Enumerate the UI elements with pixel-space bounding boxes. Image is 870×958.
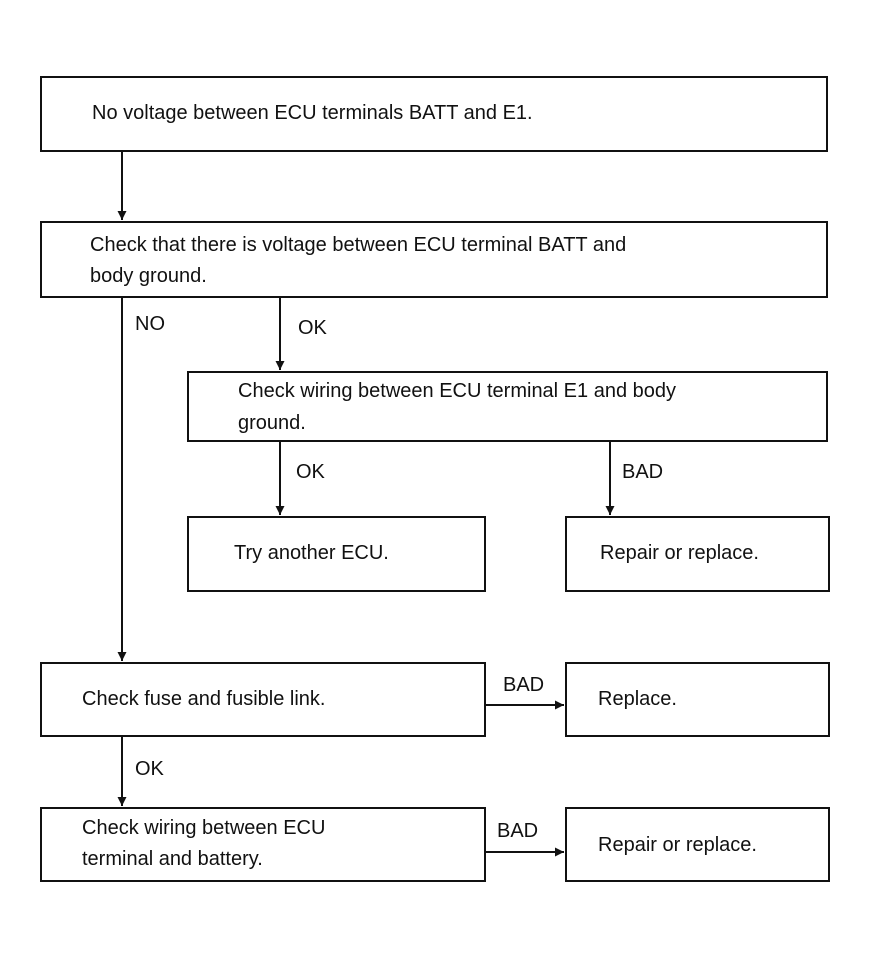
box-check-e1-wiring-line2: ground. [238,412,306,434]
box-check-battery-wiring-line2: terminal and battery. [82,848,263,870]
box-check-battery-wiring: Check wiring between ECU terminal and ba… [40,807,486,882]
box-repair-or-replace-2: Repair or replace. [565,807,830,882]
box-try-another-ecu: Try another ECU. [187,516,486,592]
box-check-batt-voltage-line2: body ground. [90,265,207,287]
label-bad-b3: BAD [622,461,664,483]
box-no-voltage: No voltage between ECU terminals BATT an… [40,76,828,152]
box-check-fuse: Check fuse and fusible link. [40,662,486,737]
label-bad-b6: BAD [503,674,545,696]
box-repair-or-replace-2-text: Repair or replace. [598,834,757,856]
box-repair-or-replace-1-text: Repair or replace. [600,542,759,564]
box-check-battery-wiring-line1: Check wiring between ECU [82,817,326,839]
label-ok-b3: OK [296,461,325,483]
box-replace-text: Replace. [598,688,677,710]
box-check-batt-voltage-line1: Check that there is voltage between ECU … [90,234,627,256]
box-repair-or-replace-1: Repair or replace. [565,516,830,592]
box-check-batt-voltage: Check that there is voltage between ECU … [40,221,828,298]
box-check-e1-wiring: Check wiring between ECU terminal E1 and… [187,371,828,442]
box-try-another-ecu-text: Try another ECU. [234,542,389,564]
label-no: NO [135,313,165,335]
box-replace: Replace. [565,662,830,737]
box-check-fuse-text: Check fuse and fusible link. [82,688,326,710]
box-check-e1-wiring-line1: Check wiring between ECU terminal E1 and… [238,380,676,402]
label-ok-b6: OK [135,758,164,780]
label-ok-b2: OK [298,317,327,339]
box-no-voltage-text: No voltage between ECU terminals BATT an… [92,102,533,124]
label-bad-b8: BAD [497,820,539,842]
